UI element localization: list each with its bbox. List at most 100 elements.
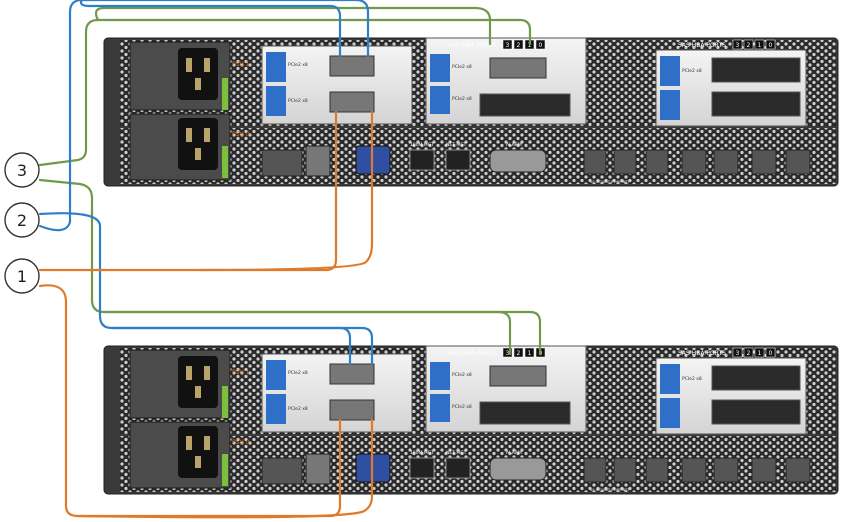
sas-hba-header: SAS HBA PORTS — [678, 350, 726, 357]
ethernet-port[interactable] — [713, 457, 739, 483]
port-number: 1 — [758, 350, 762, 357]
cable-1-lower-branch[interactable] — [76, 418, 374, 519]
port-number: 2 — [747, 350, 751, 357]
port-number: 3 — [736, 42, 740, 49]
cable-1-upper-branch[interactable] — [198, 110, 374, 272]
port-number: 2 — [747, 42, 751, 49]
empty-slot — [711, 365, 801, 391]
power-supply-1: PSU 1 — [129, 41, 250, 111]
psu-label: PSU 1 — [232, 61, 250, 68]
ethernet-port[interactable] — [681, 457, 707, 483]
cable-3-upper[interactable] — [38, 18, 532, 167]
alarm-port[interactable] — [489, 457, 547, 481]
pcie-bay-right: PCIe2 x8 — [655, 49, 807, 127]
ethernet-port[interactable] — [785, 149, 811, 175]
slot-label: PCIe2 x8 — [288, 62, 308, 68]
rear-label: NET MGT — [446, 450, 467, 456]
pcie-bay-left: PCIe2 x8 PCIe2 x8 — [261, 353, 413, 433]
slot-label: PCIe2 x8 — [288, 370, 308, 376]
alarm-port[interactable] — [489, 149, 547, 173]
callout-3: 3 — [4, 152, 40, 188]
ethernet-port[interactable] — [613, 457, 637, 483]
psu-label: PSU 0 — [232, 131, 250, 138]
sas-port-group[interactable] — [489, 57, 547, 79]
lower-controller-chassis: PSU 1 PSU 0 PCIe2 x8 PCIe2 x8 PCIe2 x8 P… — [103, 345, 839, 495]
sas-port-group[interactable] — [489, 365, 547, 387]
cable-2-lower-branch[interactable] — [110, 326, 374, 366]
rear-label: 100M MGT — [410, 450, 434, 456]
sas-port-group[interactable] — [329, 55, 375, 77]
ethernet-port[interactable] — [583, 457, 607, 483]
cable-3-top-branch[interactable] — [94, 6, 492, 46]
callout-number: 3 — [17, 161, 27, 180]
port-number: 1 — [758, 42, 762, 49]
port-number: 0 — [769, 350, 773, 357]
usb-ports[interactable] — [305, 453, 331, 485]
ethernet-port[interactable] — [751, 149, 777, 175]
rear-label: ALARM — [506, 450, 522, 456]
power-socket-icon — [178, 118, 218, 170]
mgmt-port[interactable] — [409, 457, 435, 479]
power-socket-icon — [178, 48, 218, 100]
ethernet-port[interactable] — [613, 149, 637, 175]
ethernet-port[interactable] — [785, 457, 811, 483]
usb-block[interactable] — [261, 149, 303, 177]
callout-number: 1 — [17, 267, 27, 286]
port-number: 3 — [506, 42, 510, 49]
power-supply-1: PSU 1 — [129, 349, 250, 419]
pcie-bay-left: PCIe2 x8 PCIe2 x8 — [261, 45, 413, 125]
ethernet-port[interactable] — [681, 149, 707, 175]
cable-1-lower[interactable] — [38, 284, 342, 518]
pcie-bay-middle: PCIe2 x8 PCIe2 x8 — [425, 345, 587, 433]
sas-port-group[interactable] — [329, 399, 375, 421]
ethernet-port[interactable] — [713, 149, 739, 175]
cables — [38, 0, 542, 519]
net-mgt-port[interactable] — [445, 149, 471, 171]
mgmt-port[interactable] — [409, 149, 435, 171]
psu-handle[interactable] — [222, 454, 228, 486]
slot-label: PCIe2 x8 — [452, 64, 472, 70]
ethernet-port[interactable] — [751, 457, 777, 483]
power-supply-0: PSU 0 — [129, 113, 250, 181]
cable-2-upper[interactable] — [38, 0, 370, 232]
psu-handle[interactable] — [222, 146, 228, 178]
cable-2-upper-branch[interactable] — [79, 0, 342, 58]
usb-ports[interactable] — [305, 145, 331, 177]
slot-label: PCIe2 x8 — [452, 372, 472, 378]
power-supply-0: PSU 0 — [129, 421, 250, 489]
cable-3-lower-branch[interactable] — [102, 310, 512, 356]
net-mgt-port[interactable] — [445, 457, 471, 479]
cable-3-lower[interactable] — [38, 178, 542, 356]
callout-number: 2 — [17, 211, 27, 230]
port-number-boxes-right: 3 2 1 0 — [732, 39, 776, 50]
sas-port-group[interactable] — [329, 91, 375, 113]
power-socket-icon — [178, 426, 218, 478]
usb-block[interactable] — [261, 457, 303, 485]
psu-label: PSU 1 — [232, 369, 250, 376]
sas-port-group[interactable] — [329, 363, 375, 385]
pcie-bay-right: PCIe2 x8 — [655, 357, 807, 435]
psu-label: PSU 0 — [232, 439, 250, 446]
cable-2-lower[interactable] — [38, 212, 352, 366]
pcie-bay-middle: PCIe2 x8 PCIe2 x8 — [425, 37, 587, 125]
slot-label: PCIe2 x8 — [452, 96, 472, 102]
empty-slot — [711, 57, 801, 83]
ethernet-port[interactable] — [583, 149, 607, 175]
ethernet-port[interactable] — [645, 457, 669, 483]
psu-handle[interactable] — [222, 78, 228, 110]
psu-handle[interactable] — [222, 386, 228, 418]
slot-label: PCIe2 x8 — [288, 406, 308, 412]
rear-label: ALARM — [506, 142, 522, 148]
empty-slot — [711, 399, 801, 425]
empty-slot — [479, 401, 571, 425]
slot-label: PCIe2 x8 — [288, 98, 308, 104]
slot-label: PCIe2 x8 — [452, 404, 472, 410]
sas-hba-header: SAS HBA PORTS — [448, 350, 496, 357]
upper-controller-chassis: PSU 1 PSU 0 PCIe2 x8 PCIe2 x8 PCIe2 x8 P… — [103, 37, 839, 187]
ethernet-port[interactable] — [645, 149, 669, 175]
slot-label: PCIe2 x8 — [682, 376, 702, 382]
port-number: 1 — [528, 350, 532, 357]
port-number: 0 — [769, 42, 773, 49]
sas-hba-header: SAS HBA PORTS — [678, 42, 726, 49]
